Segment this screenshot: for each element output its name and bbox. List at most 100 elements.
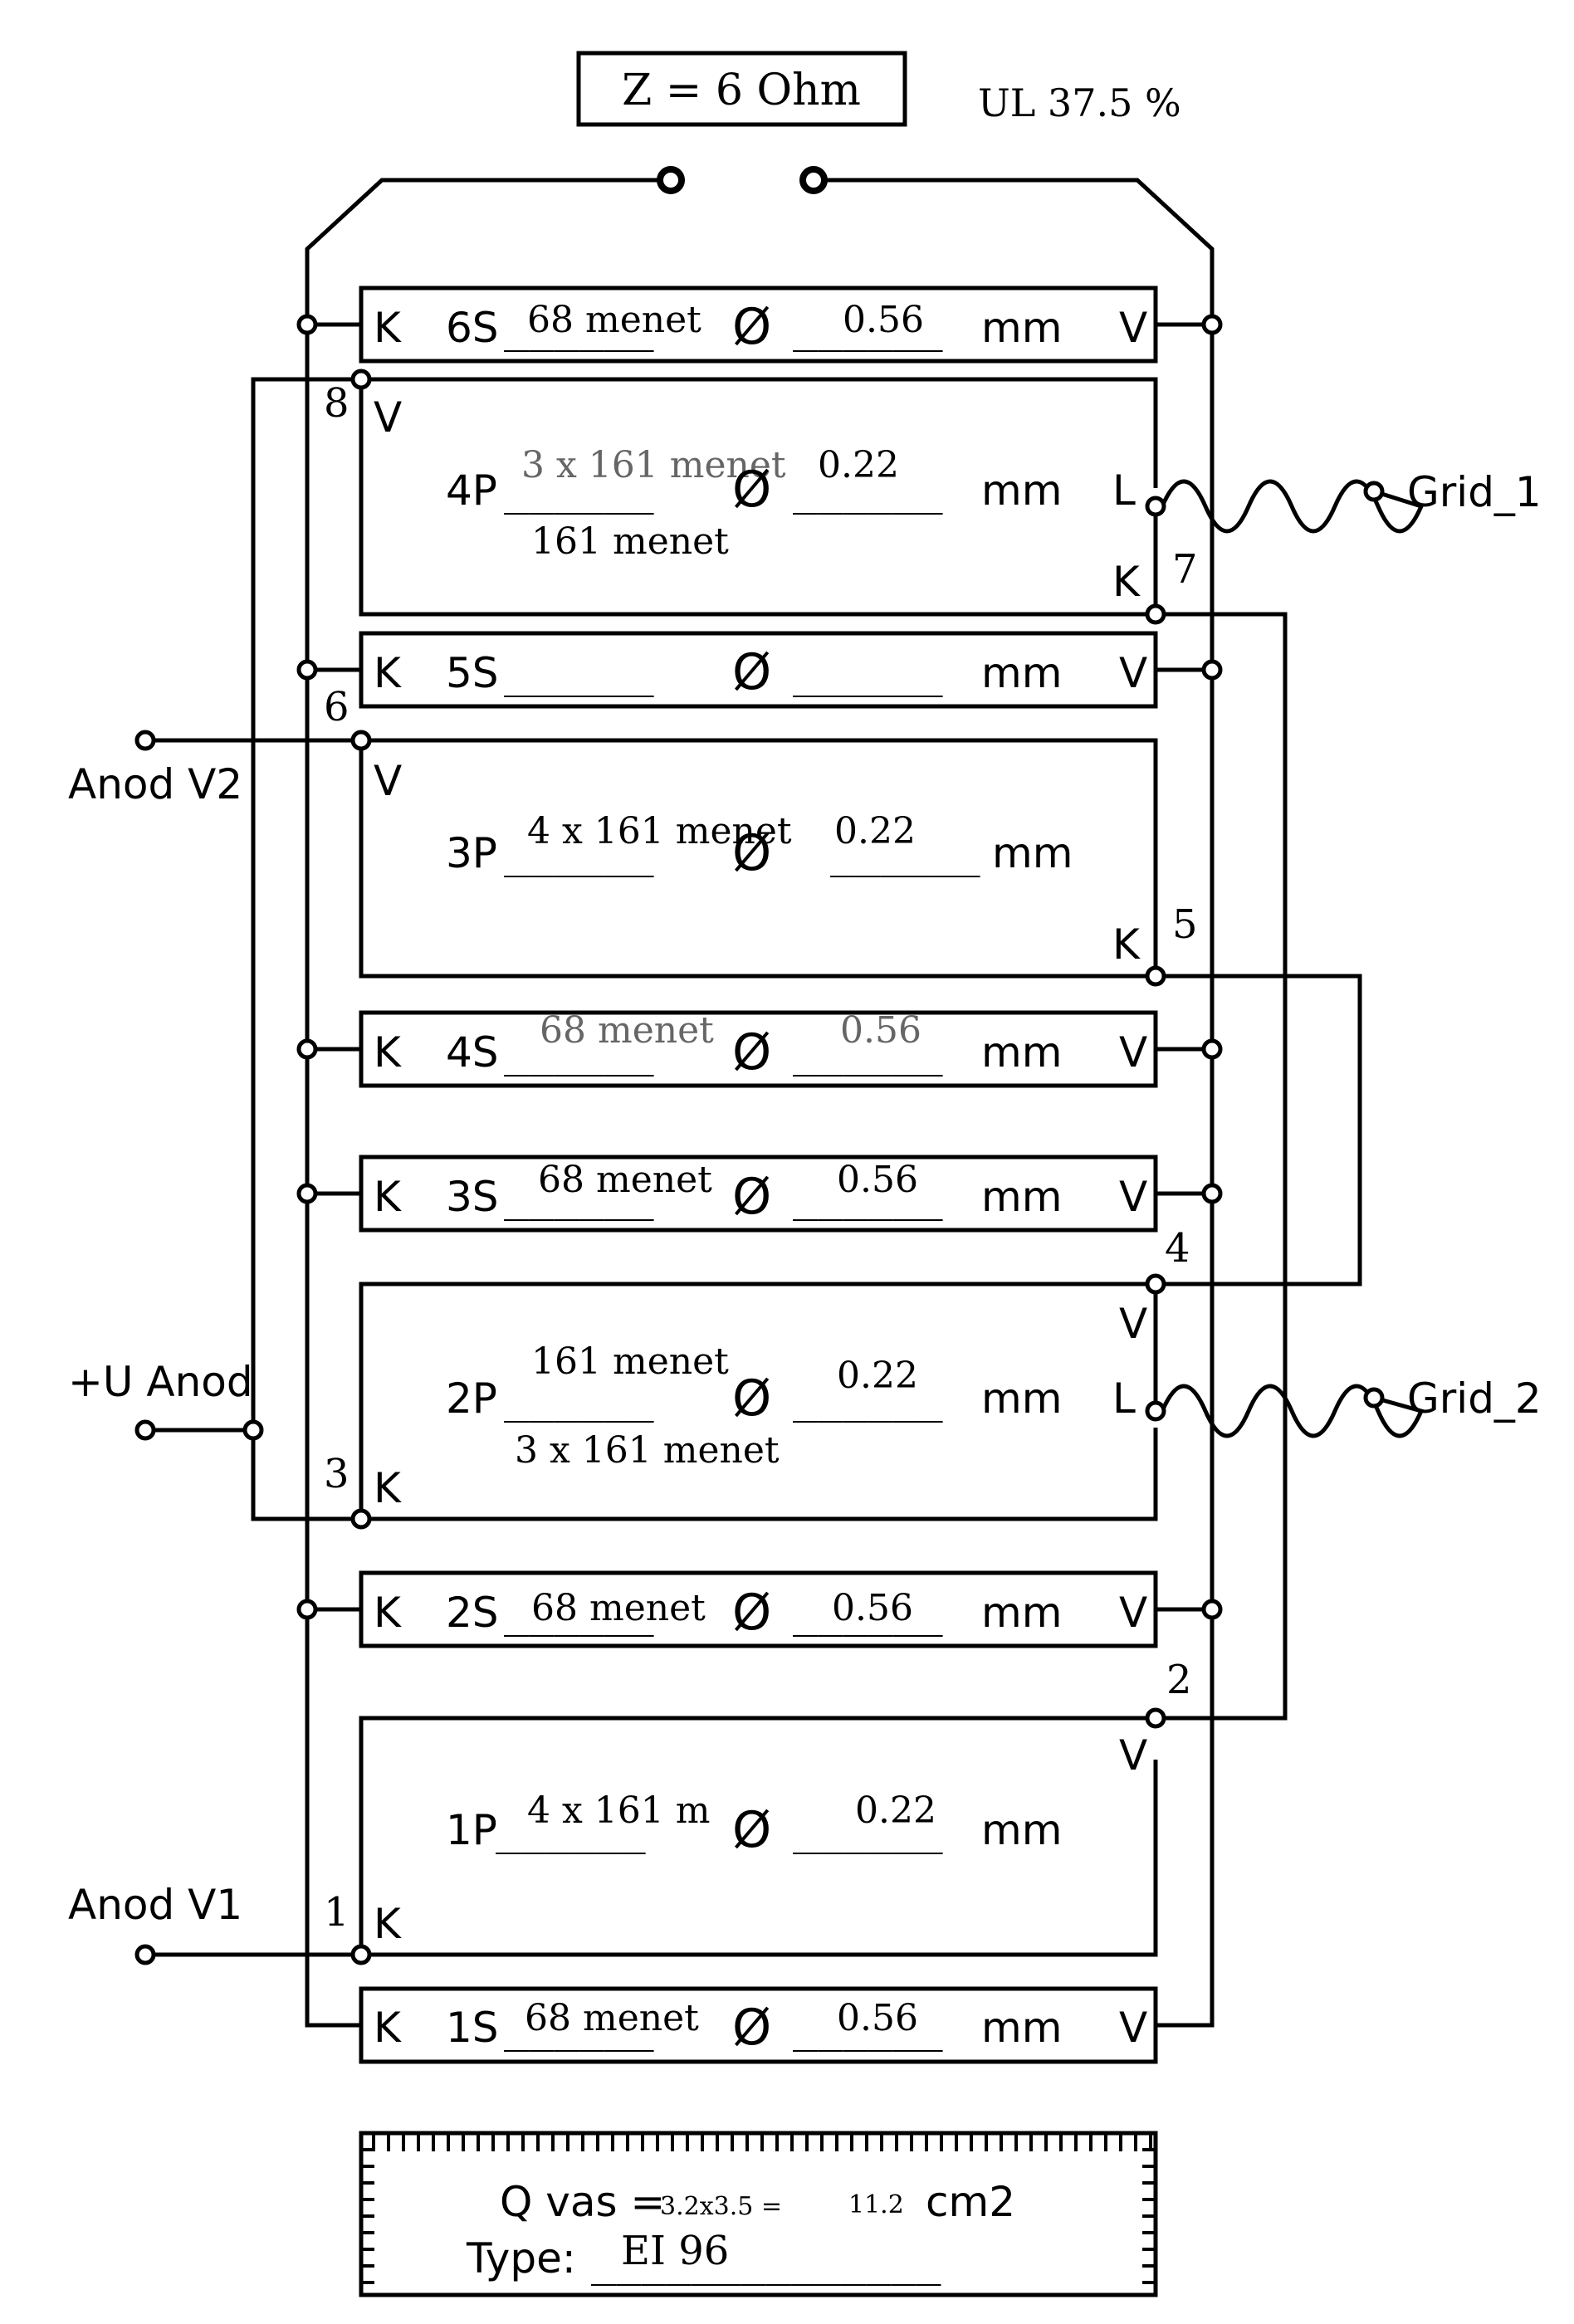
- winding-4s-diam-symbol: Ø: [732, 1023, 771, 1081]
- winding-2s-blank2: ______: [793, 1589, 944, 1637]
- winding-1p-blank2: ______: [793, 1806, 944, 1854]
- winding-1s-right: V: [1119, 2004, 1147, 2052]
- winding-4p-blank1: ______: [504, 466, 655, 515]
- primary-wiring: [145, 377, 1425, 1957]
- winding-3s-left: K: [374, 1173, 402, 1221]
- winding-2p-blank2: ______: [793, 1374, 944, 1423]
- winding-6s-code: 6S: [446, 304, 499, 352]
- core-q-label: Q vas =: [500, 2178, 665, 2226]
- winding-1p-diam: 0.22: [855, 1789, 936, 1832]
- impedance-label: Z = 6 Ohm: [622, 66, 861, 115]
- core-q-value: 11.2: [848, 2190, 904, 2219]
- winding-2p-blank1: ______: [504, 1374, 655, 1423]
- winding-6s-blank2: ______: [793, 304, 944, 352]
- anod-v2-label: Anod V2: [68, 760, 242, 808]
- winding-4p-turns: 3 x 161 menet: [521, 444, 786, 486]
- winding-3s-code: 3S: [446, 1173, 499, 1221]
- winding-1p-right-top: V: [1119, 1731, 1147, 1780]
- grid1-label: Grid_1: [1407, 468, 1542, 516]
- winding-3s: K 3S ______ 68 menet Ø ______ 0.56 mm V: [374, 1159, 1147, 1226]
- core-box: Q vas = 3.2x3.5 = 11.2 cm2 Type: _______…: [359, 2131, 1158, 2297]
- winding-3s-blank2: ______: [793, 1173, 944, 1221]
- grid2-terminal: [1363, 1387, 1385, 1409]
- winding-3p-diam-symbol: Ø: [732, 824, 771, 882]
- winding-1s: K 1S ______ 68 menet Ø ______ 0.56 mm V: [374, 1997, 1147, 2057]
- winding-4s-diam: 0.56: [840, 1009, 921, 1052]
- winding-4p-num8: 8: [324, 380, 350, 427]
- winding-3p-diam: 0.22: [834, 810, 916, 852]
- grid2-label: Grid_2: [1407, 1374, 1542, 1423]
- winding-4p-turns2: 161 menet: [531, 520, 729, 563]
- winding-1p-num2: 2: [1166, 1657, 1192, 1703]
- winding-5s: K 5S ______ Ø ______ mm V: [374, 643, 1147, 701]
- winding-4s-left: K: [374, 1028, 402, 1077]
- winding-5s-unit: mm: [981, 649, 1062, 697]
- winding-4p-blank2: ______: [793, 466, 944, 515]
- anod-v1-label: Anod V1: [68, 1881, 242, 1929]
- winding-6s-diam-symbol: Ø: [732, 298, 771, 356]
- core-type-label: Type:: [466, 2234, 576, 2282]
- winding-2s-left: K: [374, 1589, 402, 1637]
- winding-4s: K 4S ______ 68 menet Ø ______ 0.56 mm V: [374, 1009, 1147, 1081]
- winding-6s-turns: 68 menet: [527, 299, 701, 341]
- winding-2s-diam: 0.56: [832, 1587, 913, 1629]
- impedance-box: [576, 51, 907, 127]
- winding-4p: V 8 4P ______ 3 x 161 menet 161 menet Ø …: [324, 380, 1198, 606]
- winding-4s-blank2: ______: [793, 1028, 944, 1077]
- winding-2s-unit: mm: [981, 1589, 1062, 1637]
- winding-5s-blank1: ______: [504, 649, 655, 697]
- core-type-blank: ______________: [591, 2238, 941, 2286]
- winding-2p-left-bottom: K: [374, 1464, 402, 1512]
- winding-2p-diam: 0.22: [837, 1355, 918, 1397]
- winding-1s-unit: mm: [981, 2004, 1062, 2052]
- core-q-unit: cm2: [926, 2178, 1015, 2226]
- winding-2s-code: 2S: [446, 1589, 499, 1637]
- winding-2p-turns: 161 menet: [531, 1340, 729, 1383]
- winding-2s-right: V: [1119, 1589, 1147, 1637]
- winding-5s-right: V: [1119, 649, 1147, 697]
- winding-3s-blank1: ______: [504, 1173, 655, 1221]
- winding-3p-turns: 4 x 161 menet: [527, 810, 792, 852]
- grid1-terminal: [1363, 481, 1385, 502]
- winding-4s-turns: 68 menet: [540, 1009, 714, 1052]
- winding-1p-turns: 4 x 161 m: [527, 1789, 710, 1832]
- winding-4p-left-top: V: [374, 393, 402, 442]
- core-q-formula: 3.2x3.5 =: [660, 2192, 782, 2221]
- winding-6s: K 6S ______ 68 menet Ø ______ 0.56 mm V: [374, 298, 1147, 356]
- core-type-value: EI 96: [621, 2228, 729, 2274]
- winding-1p-unit: mm: [981, 1806, 1062, 1854]
- winding-2p-code: 2P: [446, 1374, 497, 1423]
- winding-2p-right-top: V: [1119, 1300, 1147, 1348]
- winding-5s-blank2: ______: [793, 649, 944, 697]
- winding-1p-num1: 1: [324, 1889, 350, 1936]
- winding-1s-turns: 68 menet: [525, 1997, 699, 2039]
- winding-2s: K 2S ______ 68 menet Ø ______ 0.56 mm V: [374, 1584, 1147, 1642]
- winding-5s-diam-symbol: Ø: [732, 643, 771, 701]
- winding-1p-blank1: ______: [496, 1806, 647, 1854]
- winding-6s-diam: 0.56: [843, 299, 924, 341]
- winding-2p-diam-symbol: Ø: [732, 1370, 771, 1428]
- winding-3s-unit: mm: [981, 1173, 1062, 1221]
- winding-3s-right: V: [1119, 1173, 1147, 1221]
- winding-2p-num3: 3: [324, 1451, 350, 1497]
- winding-1p-left-bottom: K: [374, 1900, 402, 1948]
- u-anod-label: +U Anod: [68, 1358, 253, 1406]
- winding-1p-code: 1P: [446, 1806, 497, 1854]
- winding-2s-diam-symbol: Ø: [732, 1584, 771, 1642]
- winding-3s-turns: 68 menet: [538, 1159, 712, 1201]
- winding-1p-diam-symbol: Ø: [732, 1801, 771, 1859]
- winding-3p-blank1: ______: [504, 829, 655, 877]
- winding-4p-right-bottom: K: [1112, 558, 1141, 606]
- secondary-taps: [296, 314, 1223, 1620]
- winding-1s-diam: 0.56: [837, 1997, 918, 2039]
- winding-6s-unit: mm: [981, 304, 1062, 352]
- winding-3s-diam-symbol: Ø: [732, 1168, 771, 1226]
- winding-2s-turns: 68 menet: [531, 1587, 706, 1629]
- winding-1p: 2 V 1P ______ 4 x 161 m Ø ______ 0.22 mm…: [324, 1657, 1192, 1948]
- winding-4p-diam-symbol: Ø: [732, 461, 771, 519]
- winding-6s-left: K: [374, 304, 402, 352]
- winding-4s-code: 4S: [446, 1028, 499, 1077]
- winding-2p-turns2: 3 x 161 menet: [515, 1429, 780, 1472]
- winding-2p: 4 V L 2P ______ 161 menet 3 x 161 menet …: [324, 1225, 1190, 1512]
- winding-3p-right-bottom: K: [1112, 920, 1141, 969]
